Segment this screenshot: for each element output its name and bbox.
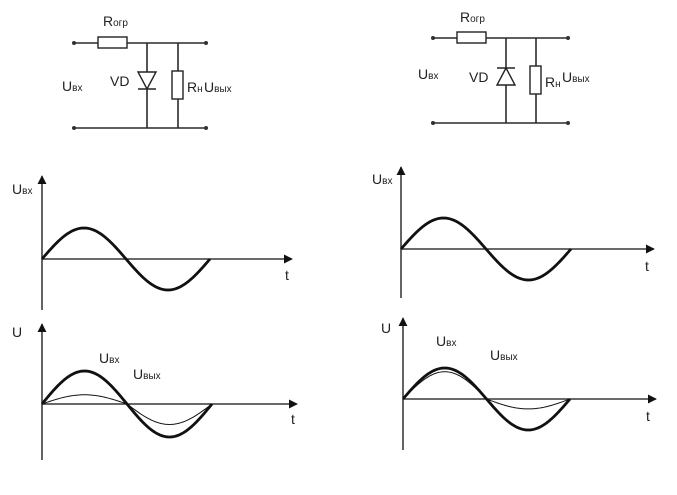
load-resistor-label: Rн — [545, 74, 561, 90]
terminal-top-right — [566, 36, 570, 40]
resistor-limit-label: Rогр — [460, 9, 485, 25]
input-curve-label: Uвх — [99, 350, 119, 366]
y-axis-label: Uвх — [12, 181, 32, 197]
circuit-left: Rогр Uвх VD Rн Uвых — [62, 13, 232, 130]
x-axis-label: t — [646, 408, 650, 424]
diode-symbol — [495, 66, 517, 86]
terminal-bottom-right — [566, 121, 570, 125]
terminal-bottom-right — [204, 126, 208, 130]
output-waveform — [41, 394, 213, 425]
input-voltage-label: Uвх — [62, 78, 82, 94]
graph-bottom-left: U t Uвх Uвых — [12, 323, 298, 460]
diode-symbol — [136, 71, 158, 91]
input-waveform — [399, 216, 573, 282]
x-axis-label: t — [291, 411, 295, 427]
x-axis-label: t — [285, 267, 289, 283]
y-axis-label: Uвх — [372, 171, 392, 187]
graph-top-left: Uвх t — [12, 175, 293, 310]
graph-top-right: Uвх t — [372, 166, 655, 298]
input-voltage-label: Uвх — [418, 66, 438, 82]
resistor-limit — [456, 31, 487, 44]
input-waveform — [40, 226, 212, 292]
diode-label: VD — [469, 69, 488, 85]
output-voltage-label: Uвых — [562, 69, 590, 85]
output-voltage-label: Uвых — [204, 79, 232, 95]
y-axis-label: U — [12, 324, 22, 340]
load-resistor — [171, 70, 184, 100]
output-curve-label: Uвых — [490, 347, 518, 363]
circuit-right: Rогр Uвх VD Rн Uвых — [418, 9, 590, 125]
load-resistor-label: Rн — [187, 79, 203, 95]
terminal-top-right — [204, 41, 208, 45]
y-axis-label: U — [381, 320, 391, 336]
x-axis-label: t — [645, 258, 649, 274]
output-waveform — [402, 371, 571, 410]
diode-label: VD — [110, 73, 129, 89]
resistor-limit-label: Rогр — [103, 13, 128, 29]
resistor-limit — [97, 36, 128, 49]
graph-bottom-right: U t Uвх Uвых — [381, 317, 657, 450]
output-curve-label: Uвых — [133, 366, 161, 382]
load-resistor — [529, 65, 542, 95]
input-curve-label: Uвх — [436, 333, 456, 349]
